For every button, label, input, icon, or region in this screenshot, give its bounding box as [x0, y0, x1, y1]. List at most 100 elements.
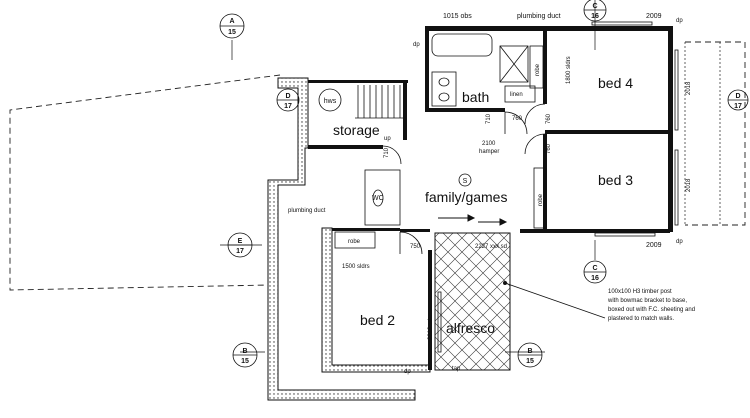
dim-710-a: 710: [486, 113, 492, 124]
dim-710-b: 710: [384, 147, 390, 158]
room-storage: storage: [333, 122, 380, 138]
dim-2227: 2227 xxx sd: [475, 244, 507, 250]
room-bed2: bed 2: [360, 312, 395, 328]
svg-text:16: 16: [591, 275, 599, 282]
dim-1500: 1500 sldrs: [342, 264, 370, 270]
svg-text:E: E: [238, 238, 243, 245]
svg-text:15: 15: [228, 29, 236, 36]
plumbing-duct-top: plumbing duct: [517, 13, 561, 20]
basin-1: [438, 77, 450, 87]
room-linen: linen: [510, 92, 523, 98]
dim-2018b: 2018: [686, 178, 692, 192]
section-marker-e-left[interactable]: E 17: [227, 232, 253, 258]
smoke-detector-icon: [458, 173, 472, 187]
post-note-line-2: with bowmac bracket to base,: [607, 298, 687, 304]
smoke-detector-label: S: [463, 178, 468, 185]
dim-2100: 2100: [482, 141, 496, 147]
dp-label-4: dp: [404, 369, 411, 375]
door-swing-storage: [382, 145, 402, 165]
wc-room: [364, 169, 401, 226]
bath-bottom-wall: [425, 108, 505, 112]
svg-text:D: D: [735, 93, 740, 100]
dim-1015: 1015 obs: [443, 13, 472, 20]
section-marker-d-right[interactable]: D 17: [727, 89, 749, 111]
section-marker-b-right[interactable]: B 15: [517, 342, 543, 368]
bottom-wall-right: [520, 229, 670, 233]
door-swing-bed2: [399, 231, 423, 255]
bed3-top-wall: [545, 130, 670, 134]
left-wing-wall: [267, 77, 416, 401]
dim-2009-top: 2009: [646, 13, 662, 20]
dim-2018a: 2018: [686, 81, 692, 95]
room-alfresco: alfresco: [446, 320, 495, 336]
dim-1800: 1800 sldrs: [566, 56, 572, 84]
tap-label: tap: [452, 366, 461, 372]
dim-760-c: 760: [546, 143, 552, 154]
bathtub: [431, 33, 493, 57]
robe-bed2: [334, 231, 376, 249]
robe-bed3: [533, 167, 547, 229]
robe-bed4: [529, 45, 544, 89]
hws-unit: [318, 88, 342, 112]
robe-bed4-label: robe: [535, 63, 541, 76]
section-marker-c-right[interactable]: C 16: [583, 260, 607, 284]
shower: [499, 45, 529, 83]
svg-text:D: D: [285, 93, 290, 100]
section-marker-b-left[interactable]: B 15: [232, 342, 258, 368]
room-hws: hws: [324, 98, 337, 105]
dashed-outline-left: [9, 74, 281, 291]
basin-2: [438, 92, 450, 102]
dim-760-b: 760: [546, 113, 552, 124]
section-marker-c-top[interactable]: C 16: [583, 0, 607, 22]
right-wall: [668, 26, 673, 232]
shower-x2: [499, 45, 529, 83]
room-family: family/games: [425, 189, 507, 205]
post-note-line-4: plastered to match walls.: [608, 316, 674, 322]
dp-label-2: dp: [676, 18, 683, 24]
room-wc: WC: [372, 195, 384, 202]
room-bath: bath: [462, 89, 489, 105]
svg-text:17: 17: [284, 103, 292, 110]
section-marker-a-top[interactable]: A 15: [219, 13, 245, 39]
dp-label-1: dp: [413, 42, 420, 48]
family-bottom-wall: [400, 229, 430, 232]
stairs: [355, 85, 403, 119]
robe-bed3-label: robe: [538, 193, 544, 206]
direction-arrows: [438, 214, 508, 226]
door-swing-bath: [504, 111, 528, 135]
bed2-right-wall: [428, 250, 432, 370]
room-bed4: bed 4: [598, 75, 633, 91]
svg-text:15: 15: [526, 358, 534, 365]
dim-760-a: 760: [512, 116, 523, 122]
top-wall: [425, 26, 670, 31]
windows: [437, 21, 679, 353]
svg-text:B: B: [527, 348, 532, 355]
dp-label-3: dp: [676, 239, 683, 245]
bed-divider-lower: [543, 134, 547, 233]
vanity: [431, 71, 457, 107]
hamper-label: hamper: [479, 149, 499, 155]
stair-top-wall: [308, 80, 408, 83]
dashed-outline-right: [685, 41, 746, 226]
robe-top-wall: [332, 228, 400, 231]
post-leader: [504, 282, 606, 319]
dim-2018-sd: 2018 sd: [428, 319, 434, 340]
door-swing-bed4: [524, 103, 546, 125]
door-swing-bed3: [524, 133, 546, 155]
dim-750: 750: [410, 244, 421, 250]
post-marker: [503, 281, 507, 285]
bed-divider: [543, 26, 547, 104]
wc-pan: [372, 189, 384, 207]
room-bed3: bed 3: [598, 172, 633, 188]
svg-text:17: 17: [236, 248, 244, 255]
svg-text:A: A: [229, 18, 234, 25]
svg-text:C: C: [592, 3, 597, 10]
storage-wall-right: [403, 80, 407, 140]
dim-2009-bot: 2009: [646, 242, 662, 249]
alfresco-paving: [434, 232, 511, 371]
up-label: up: [384, 136, 391, 142]
svg-text:B: B: [242, 348, 247, 355]
linen-cupboard: [504, 85, 536, 103]
section-marker-d-left[interactable]: D 17: [276, 88, 300, 112]
